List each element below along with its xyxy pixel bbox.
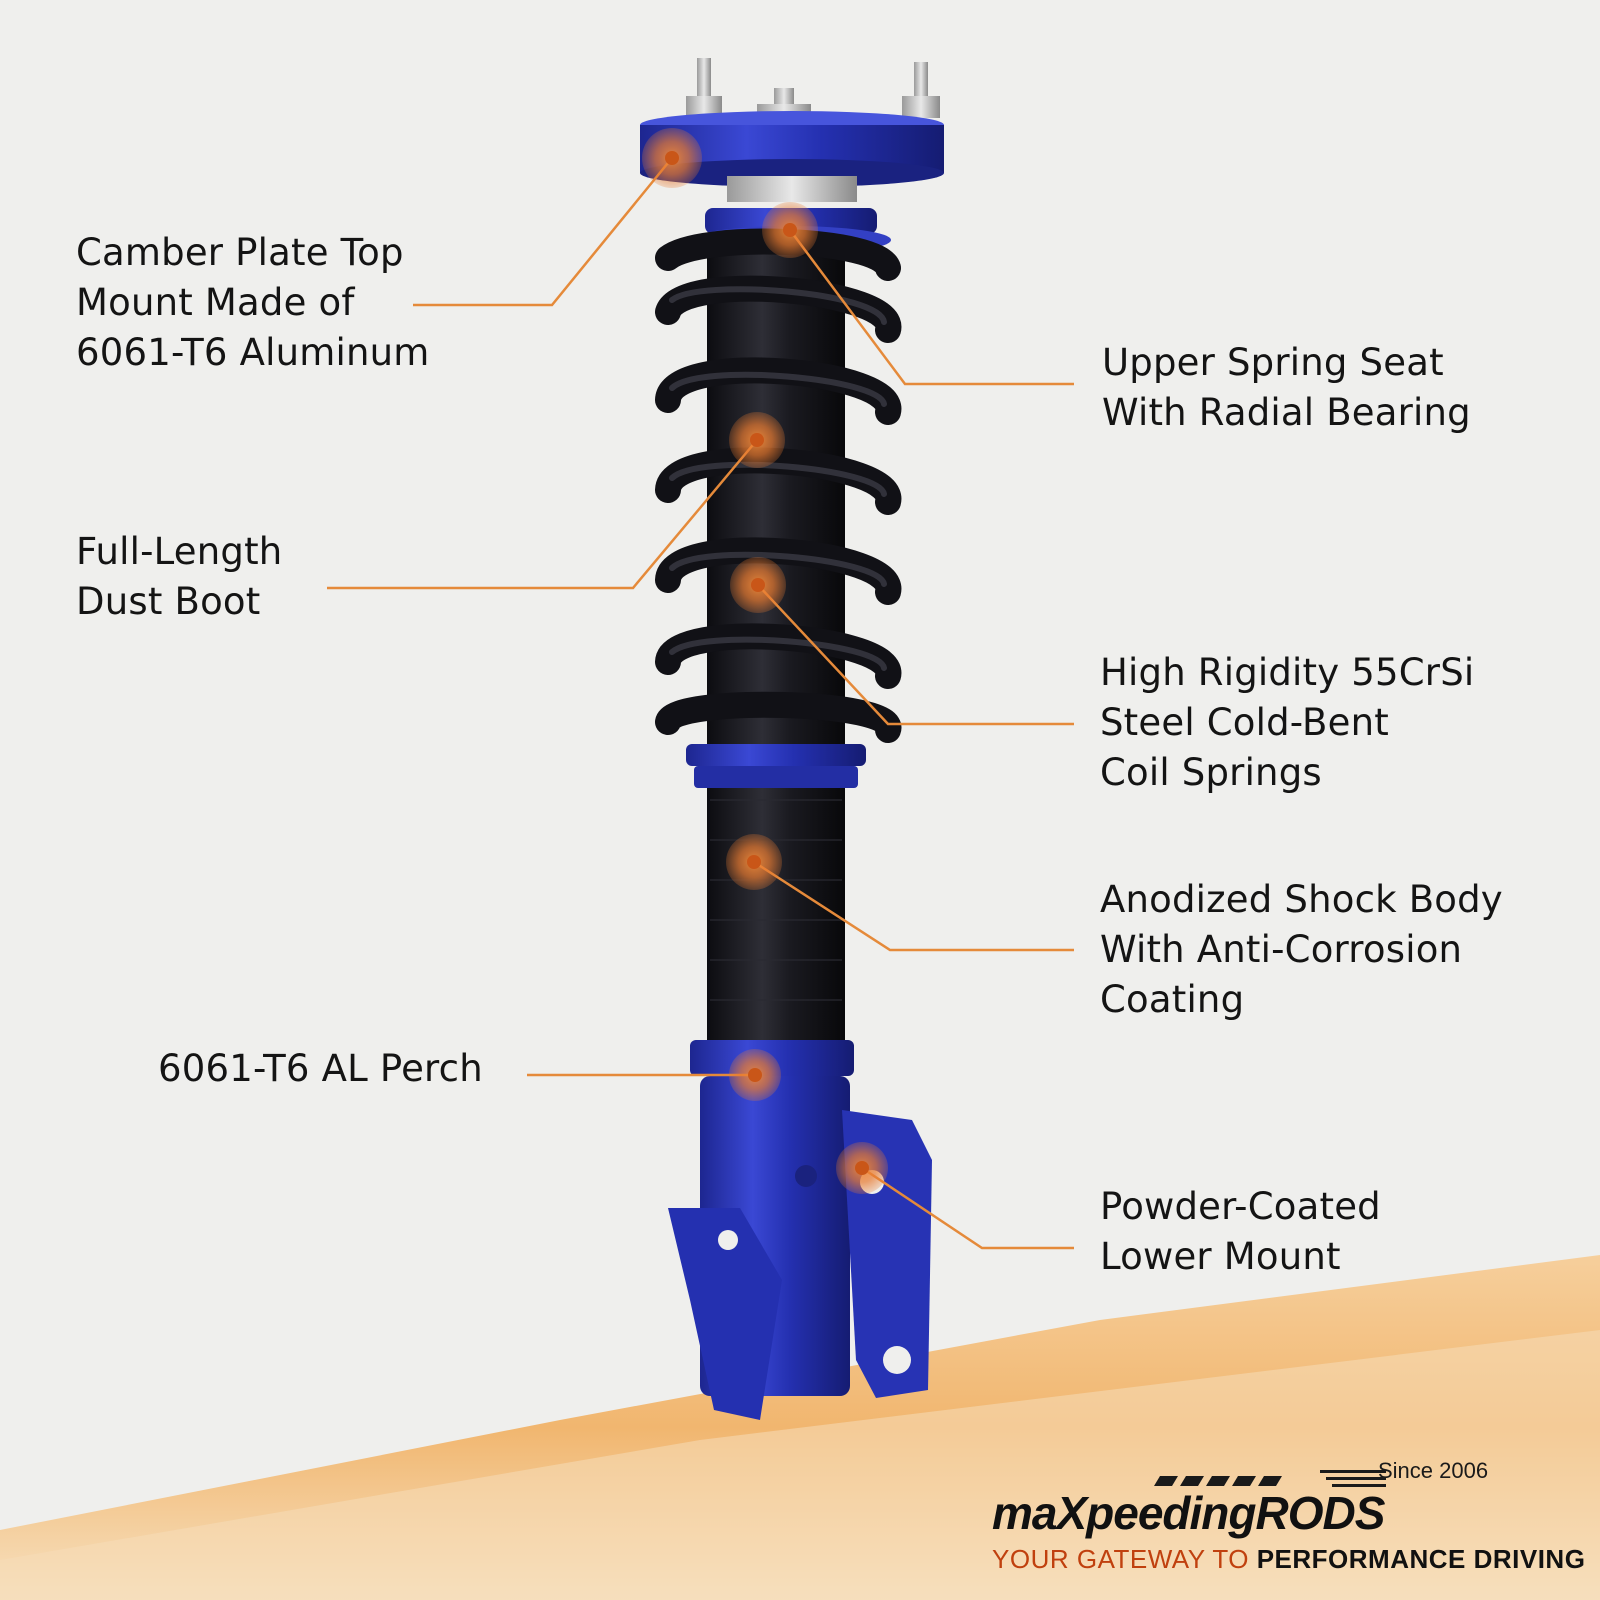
callout-lower-mount: Powder-Coated Lower Mount: [1100, 1182, 1381, 1282]
leader-lines: [327, 157, 1074, 1250]
brand-flag-mark: [1154, 1470, 1386, 1487]
callout-line: Coil Springs: [1100, 751, 1322, 794]
callout-upper-spring-seat: Upper Spring Seat With Radial Bearing: [1102, 338, 1471, 438]
hotspot-coil-springs: [730, 557, 786, 613]
callout-line: Full-Length: [76, 530, 283, 573]
callout-dust-boot: Full-Length Dust Boot: [76, 527, 282, 627]
callout-line: Coating: [1100, 978, 1245, 1021]
hotspot-shock-body: [726, 834, 782, 890]
callout-line: Camber Plate Top: [76, 231, 404, 274]
floor-stripe: [0, 1255, 1600, 1600]
callout-line: 6061-T6 Aluminum: [76, 331, 430, 374]
callout-line: Lower Mount: [1100, 1235, 1341, 1278]
callout-line: With Anti-Corrosion: [1100, 928, 1463, 971]
callout-line: Mount Made of: [76, 281, 355, 324]
callout-line: With Radial Bearing: [1102, 391, 1471, 434]
callout-line: Steel Cold-Bent: [1100, 701, 1389, 744]
callout-camber-plate: Camber Plate Top Mount Made of 6061-T6 A…: [76, 228, 430, 378]
brand-logo: maXpeedingRODS: [992, 1487, 1385, 1539]
coilover-graphic: [640, 58, 944, 1420]
callout-line: Powder-Coated: [1100, 1185, 1381, 1228]
tagline-bold: PERFORMANCE DRIVING: [1256, 1544, 1586, 1574]
callout-line: Anodized Shock Body: [1100, 878, 1503, 921]
hotspot-markers: [642, 128, 888, 1194]
hotspot-upper-spring-seat: [762, 202, 818, 258]
hotspot-perch: [729, 1049, 781, 1101]
callout-line: Upper Spring Seat: [1102, 341, 1444, 384]
hotspot-camber-plate: [642, 128, 702, 188]
brand-tagline: YOUR GATEWAY TO PERFORMANCE DRIVING: [992, 1544, 1585, 1575]
hotspot-lower-mount: [836, 1142, 888, 1194]
callout-line: High Rigidity 55CrSi: [1100, 651, 1475, 694]
callout-line: Dust Boot: [76, 580, 261, 623]
hotspot-dust-boot: [729, 412, 785, 468]
callout-line: 6061-T6 AL Perch: [158, 1047, 483, 1090]
brand-since-text: Since 2006: [1378, 1458, 1489, 1483]
callout-shock-body: Anodized Shock Body With Anti-Corrosion …: [1100, 875, 1503, 1025]
callout-perch: 6061-T6 AL Perch: [158, 1044, 483, 1094]
callout-coil-springs: High Rigidity 55CrSi Steel Cold-Bent Coi…: [1100, 648, 1474, 798]
tagline-light: YOUR GATEWAY TO: [992, 1544, 1249, 1574]
